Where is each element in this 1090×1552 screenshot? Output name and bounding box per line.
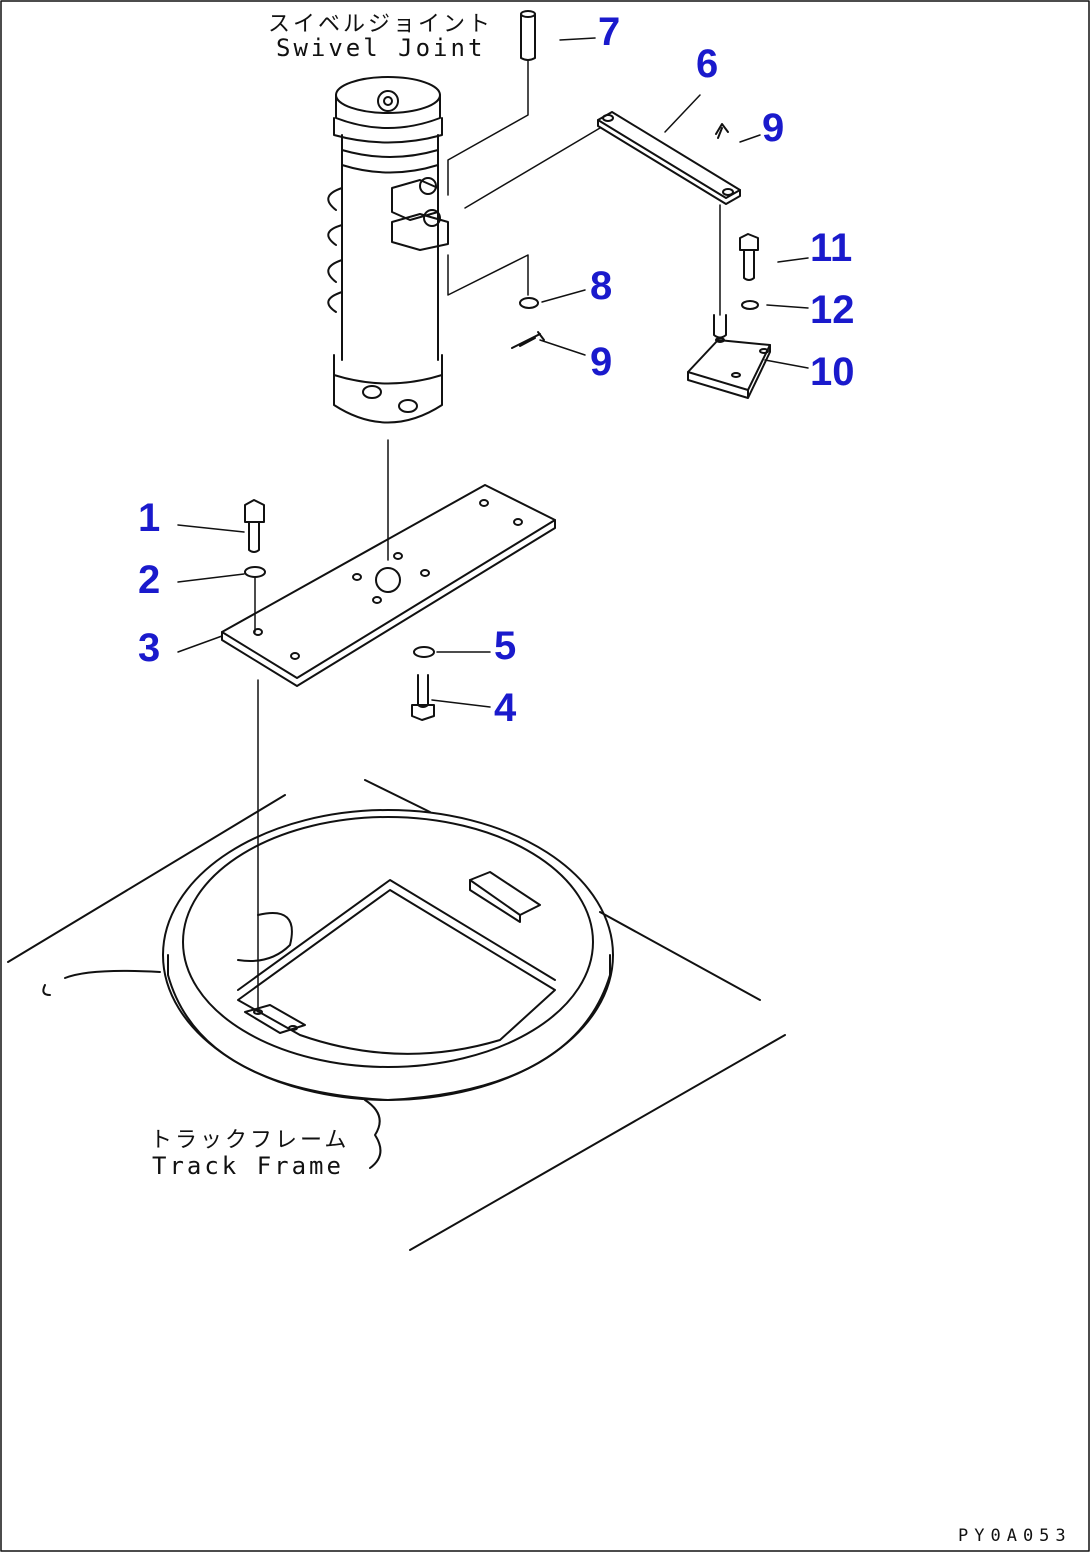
callout-1: 1 [138,496,161,540]
callout-9-lower: 9 [590,340,613,384]
bolt-part-4 [411,674,435,721]
callout-5: 5 [494,624,517,668]
swivel-joint-caption-jp: スイベルジョイント [268,12,494,37]
base-plate-part-3 [221,484,556,687]
callout-8: 8 [590,264,613,308]
callout-11: 11 [810,226,853,270]
callout-9-upper: 9 [762,106,785,150]
callout-leaders [177,37,809,708]
callout-7: 7 [598,10,621,54]
swivel-joint-drawing [327,76,449,424]
link-bar-part-6 [597,111,741,205]
washer-part-8 [519,297,539,309]
washer-part-2 [244,566,266,578]
washer-part-12 [741,300,759,310]
callout-2: 2 [138,558,161,602]
callout-4: 4 [494,686,517,730]
plate-part-10 [687,314,771,399]
callout-6: 6 [696,42,719,86]
bolt-part-1 [244,499,265,553]
swivel-joint-caption-en: Swivel Joint [276,34,486,62]
track-frame-caption-jp: トラックフレーム [150,1128,350,1153]
track-frame-drawing [7,779,786,1251]
track-frame-caption-en: Track Frame [152,1152,344,1180]
callout-10: 10 [810,350,855,394]
callout-12: 12 [810,288,855,332]
bolt-part-11 [739,233,759,281]
pin-part-7 [520,10,536,61]
washer-part-5 [413,646,435,658]
drawing-code: PY0A053 [958,1526,1072,1546]
callout-3: 3 [138,626,161,670]
cotter-pin-upper [715,123,729,139]
cotter-pin-lower [511,331,545,349]
